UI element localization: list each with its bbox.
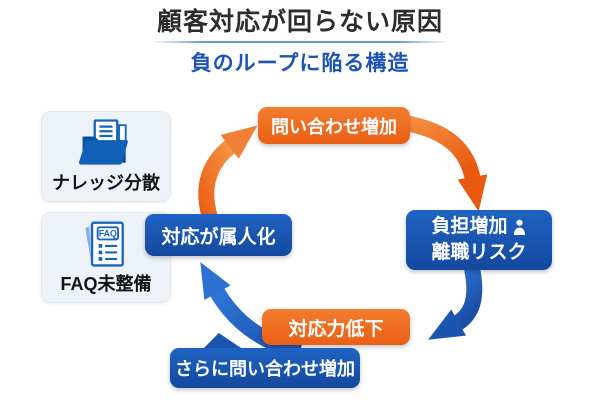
loop-node-label: 対応が属人化 (161, 226, 276, 248)
title-underline (150, 41, 450, 44)
arrow-burden-to-capacity-drop (428, 262, 483, 340)
cause-card-knowledge: ナレッジ分散 (41, 111, 171, 202)
cause-label-faq: FAQ未整備 (60, 274, 152, 294)
header: 顧客対応が回らない原因 負のループに陥る構造 (0, 0, 600, 76)
loop-node-burden-increase: 負担増加 離職リスク (406, 210, 552, 270)
cause-card-faq: FAQ FAQ未整備 (41, 212, 171, 303)
loop-node-label-line1: 負担増加 (431, 216, 508, 237)
page-subtitle: 負のループに陥る構造 (190, 52, 410, 76)
loop-node-more-inquiries: さらに問い合わせ増加 (170, 348, 360, 388)
loop-node-label: 問い合わせ増加 (271, 116, 397, 137)
arrow-capacity-drop-to-personalized (200, 262, 303, 360)
faq-icon-text: FAQ (99, 229, 117, 239)
loop-node-capacity-drop: 対応力低下 (262, 309, 410, 345)
loop-node-label: 対応力低下 (288, 318, 384, 340)
person-icon (513, 219, 525, 235)
open-folder-documents-icon (78, 119, 128, 165)
arrow-inquiries-to-burden (403, 115, 488, 212)
faq-document-icon: FAQ (85, 221, 124, 267)
loop-node-person-dependent: 対応が属人化 (145, 214, 292, 256)
loop-node-inquiries-increase: 問い合わせ増加 (258, 107, 410, 144)
cause-label-knowledge: ナレッジ分散 (52, 173, 160, 193)
page-title: 顧客対応が回らない原因 (156, 8, 443, 36)
loop-node-label: さらに問い合わせ増加 (175, 359, 355, 379)
loop-node-label-line2: 離職リスク (431, 242, 527, 263)
